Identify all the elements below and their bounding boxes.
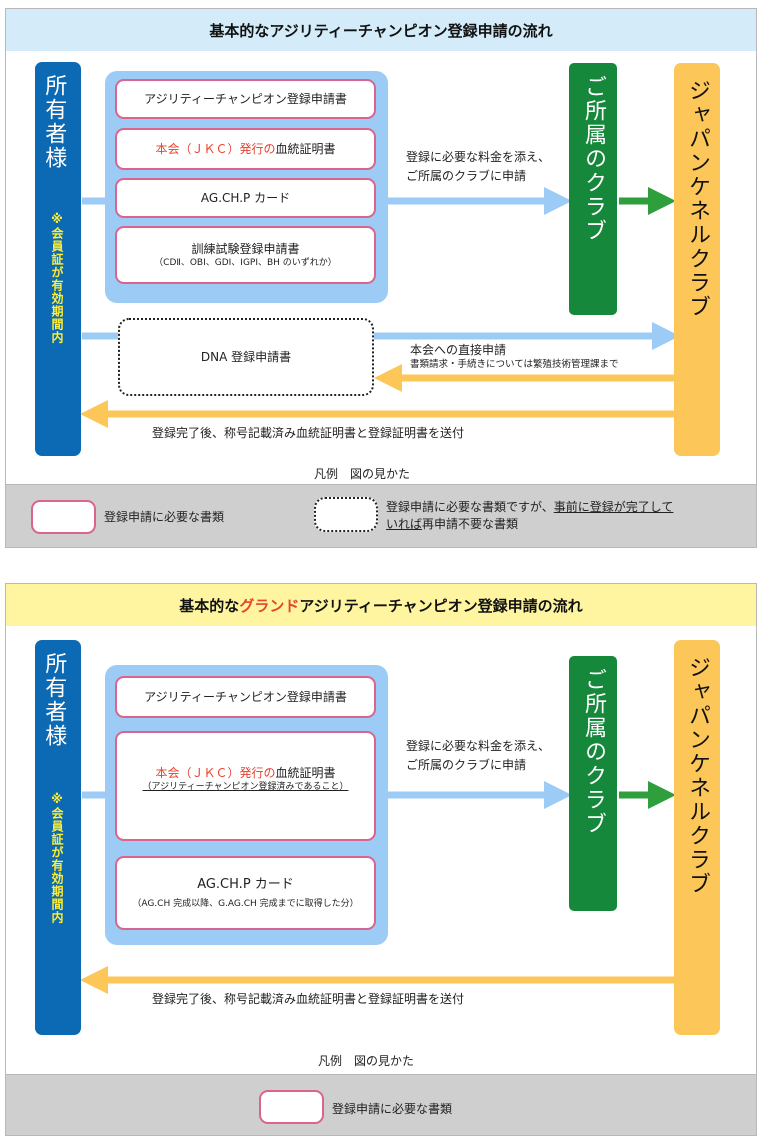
- jkc-label-2: ジャパンケネルクラブ: [685, 656, 710, 896]
- doc-training-test-application: 訓練試験登録申請書 （CDⅡ、OBⅠ、GDⅠ、IGPⅠ、BH のいずれか）: [115, 226, 376, 284]
- owner-label: 所有者様: [41, 74, 67, 170]
- jkc-label: ジャパンケネルクラブ: [685, 79, 710, 319]
- legend-dotted-sample: [314, 497, 378, 532]
- owner-label-2: 所有者様: [41, 652, 67, 748]
- doc2-pedigree-certificate: 本会（ＪＫＣ）発行の血統証明書 （アジリティーチャンピオン登録済みであること）: [115, 731, 376, 841]
- owner-box-2: 所有者様 ※会員証が有効期間内: [35, 640, 81, 1035]
- panel1-legend: [6, 484, 756, 547]
- doc-dna-application: DNA 登録申請書: [118, 318, 374, 396]
- club-label: ご所属のクラブ: [581, 75, 606, 243]
- doc-pedigree-certificate: 本会（ＪＫＣ）発行の血統証明書: [115, 128, 376, 170]
- owner-note: ※会員証が有効期間内: [50, 212, 64, 344]
- label-return: 登録完了後、称号記載済み血統証明書と登録証明書を送付: [152, 426, 465, 440]
- legend-required-text: 登録申請に必要な書類: [104, 510, 225, 524]
- panel2-legend: [6, 1074, 756, 1135]
- legend2-required-sample: [259, 1090, 324, 1124]
- label2-return: 登録完了後、称号記載済み血統証明書と登録証明書を送付: [152, 992, 465, 1006]
- panel1-title: 基本的なアジリティーチャンピオン登録申請の流れ: [6, 9, 756, 51]
- legend2-caption: 凡例 図の見かた: [318, 1054, 415, 1068]
- panel2-title: 基本的なグランドアジリティーチャンピオン登録申請の流れ: [6, 584, 756, 626]
- club-box-2: ご所属のクラブ: [569, 656, 617, 911]
- doc-agility-champion-application: アジリティーチャンピオン登録申請書: [115, 79, 376, 119]
- club-box: ご所属のクラブ: [569, 63, 617, 315]
- doc2-agility-champion-application: アジリティーチャンピオン登録申請書: [115, 676, 376, 718]
- legend2-required-text: 登録申請に必要な書類: [332, 1102, 453, 1116]
- owner-box: 所有者様 ※会員証が有効期間内: [35, 62, 81, 456]
- legend-dotted-text: 登録申請に必要な書類ですが、事前に登録が完了して いれば再申請不要な書類: [386, 500, 674, 532]
- club-label-2: ご所属のクラブ: [581, 668, 606, 836]
- label2-fee: 登録に必要な料金を添え、 ご所属のクラブに申請: [406, 739, 551, 772]
- doc-agchp-card: AG.CH.P カード: [115, 178, 376, 218]
- label-direct: 本会への直接申請 書類請求・手続きについては繁殖技術管理課まで: [410, 343, 619, 370]
- doc2-agchp-card: AG.CH.P カード （AG.CH 完成以降、G.AG.CH 完成までに取得し…: [115, 856, 376, 930]
- label-fee: 登録に必要な料金を添え、 ご所属のクラブに申請: [406, 150, 551, 183]
- jkc-box-2: ジャパンケネルクラブ: [674, 640, 720, 1035]
- jkc-box: ジャパンケネルクラブ: [674, 63, 720, 456]
- owner-note-2: ※会員証が有効期間内: [50, 792, 64, 924]
- legend-required-sample: [31, 500, 96, 534]
- legend-caption: 凡例 図の見かた: [314, 467, 411, 481]
